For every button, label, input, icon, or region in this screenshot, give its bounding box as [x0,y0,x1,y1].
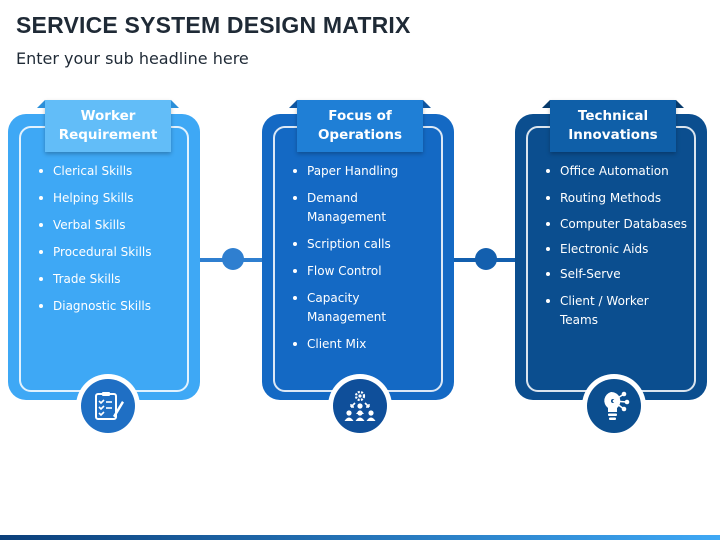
list-item: Computer Databases [546,215,696,234]
list-item: Self-Serve [546,265,696,284]
checklist-pen-icon [95,392,124,420]
lightbulb-network-icon [604,391,630,420]
card-title-focus-of-operations: Focus of Operations [289,100,431,152]
icon-badge-focus-of-operations [328,374,392,438]
list-item: Scription calls [293,235,443,254]
footer-bar [0,535,720,540]
page-title: SERVICE SYSTEM DESIGN MATRIX [16,12,411,38]
list-item: Procedural Skills [39,243,189,262]
list-item: Diagnostic Skills [39,297,189,316]
list-item: Verbal Skills [39,216,189,235]
list-item: Client Mix [293,335,443,354]
card-title-worker-requirement: Worker Requirement [37,100,179,152]
team-gear-icon [344,390,376,421]
connector-dot-1 [222,248,244,270]
list-item: Helping Skills [39,189,189,208]
list-item: Paper Handling [293,162,443,181]
list-item: Clerical Skills [39,162,189,181]
list-focus-of-operations: Paper Handling Demand Management Scripti… [293,162,443,362]
icon-badge-worker-requirement [76,374,140,438]
list-item: Capacity Management [293,289,443,327]
list-item: Routing Methods [546,189,696,208]
list-item: Demand Management [293,189,443,227]
card-title-technical-innovations: Technical Innovations [542,100,684,152]
list-technical-innovations: Office Automation Routing Methods Comput… [546,162,696,338]
list-item: Flow Control [293,262,443,281]
card-technical-innovations [515,114,707,400]
page-subtitle: Enter your sub headline here [16,49,249,68]
list-item: Electronic Aids [546,240,696,259]
list-worker-requirement: Clerical Skills Helping Skills Verbal Sk… [39,162,189,324]
icon-badge-technical-innovations [582,374,646,438]
list-item: Office Automation [546,162,696,181]
list-item: Client / Worker Teams [546,292,696,330]
connector-dot-2 [475,248,497,270]
list-item: Trade Skills [39,270,189,289]
